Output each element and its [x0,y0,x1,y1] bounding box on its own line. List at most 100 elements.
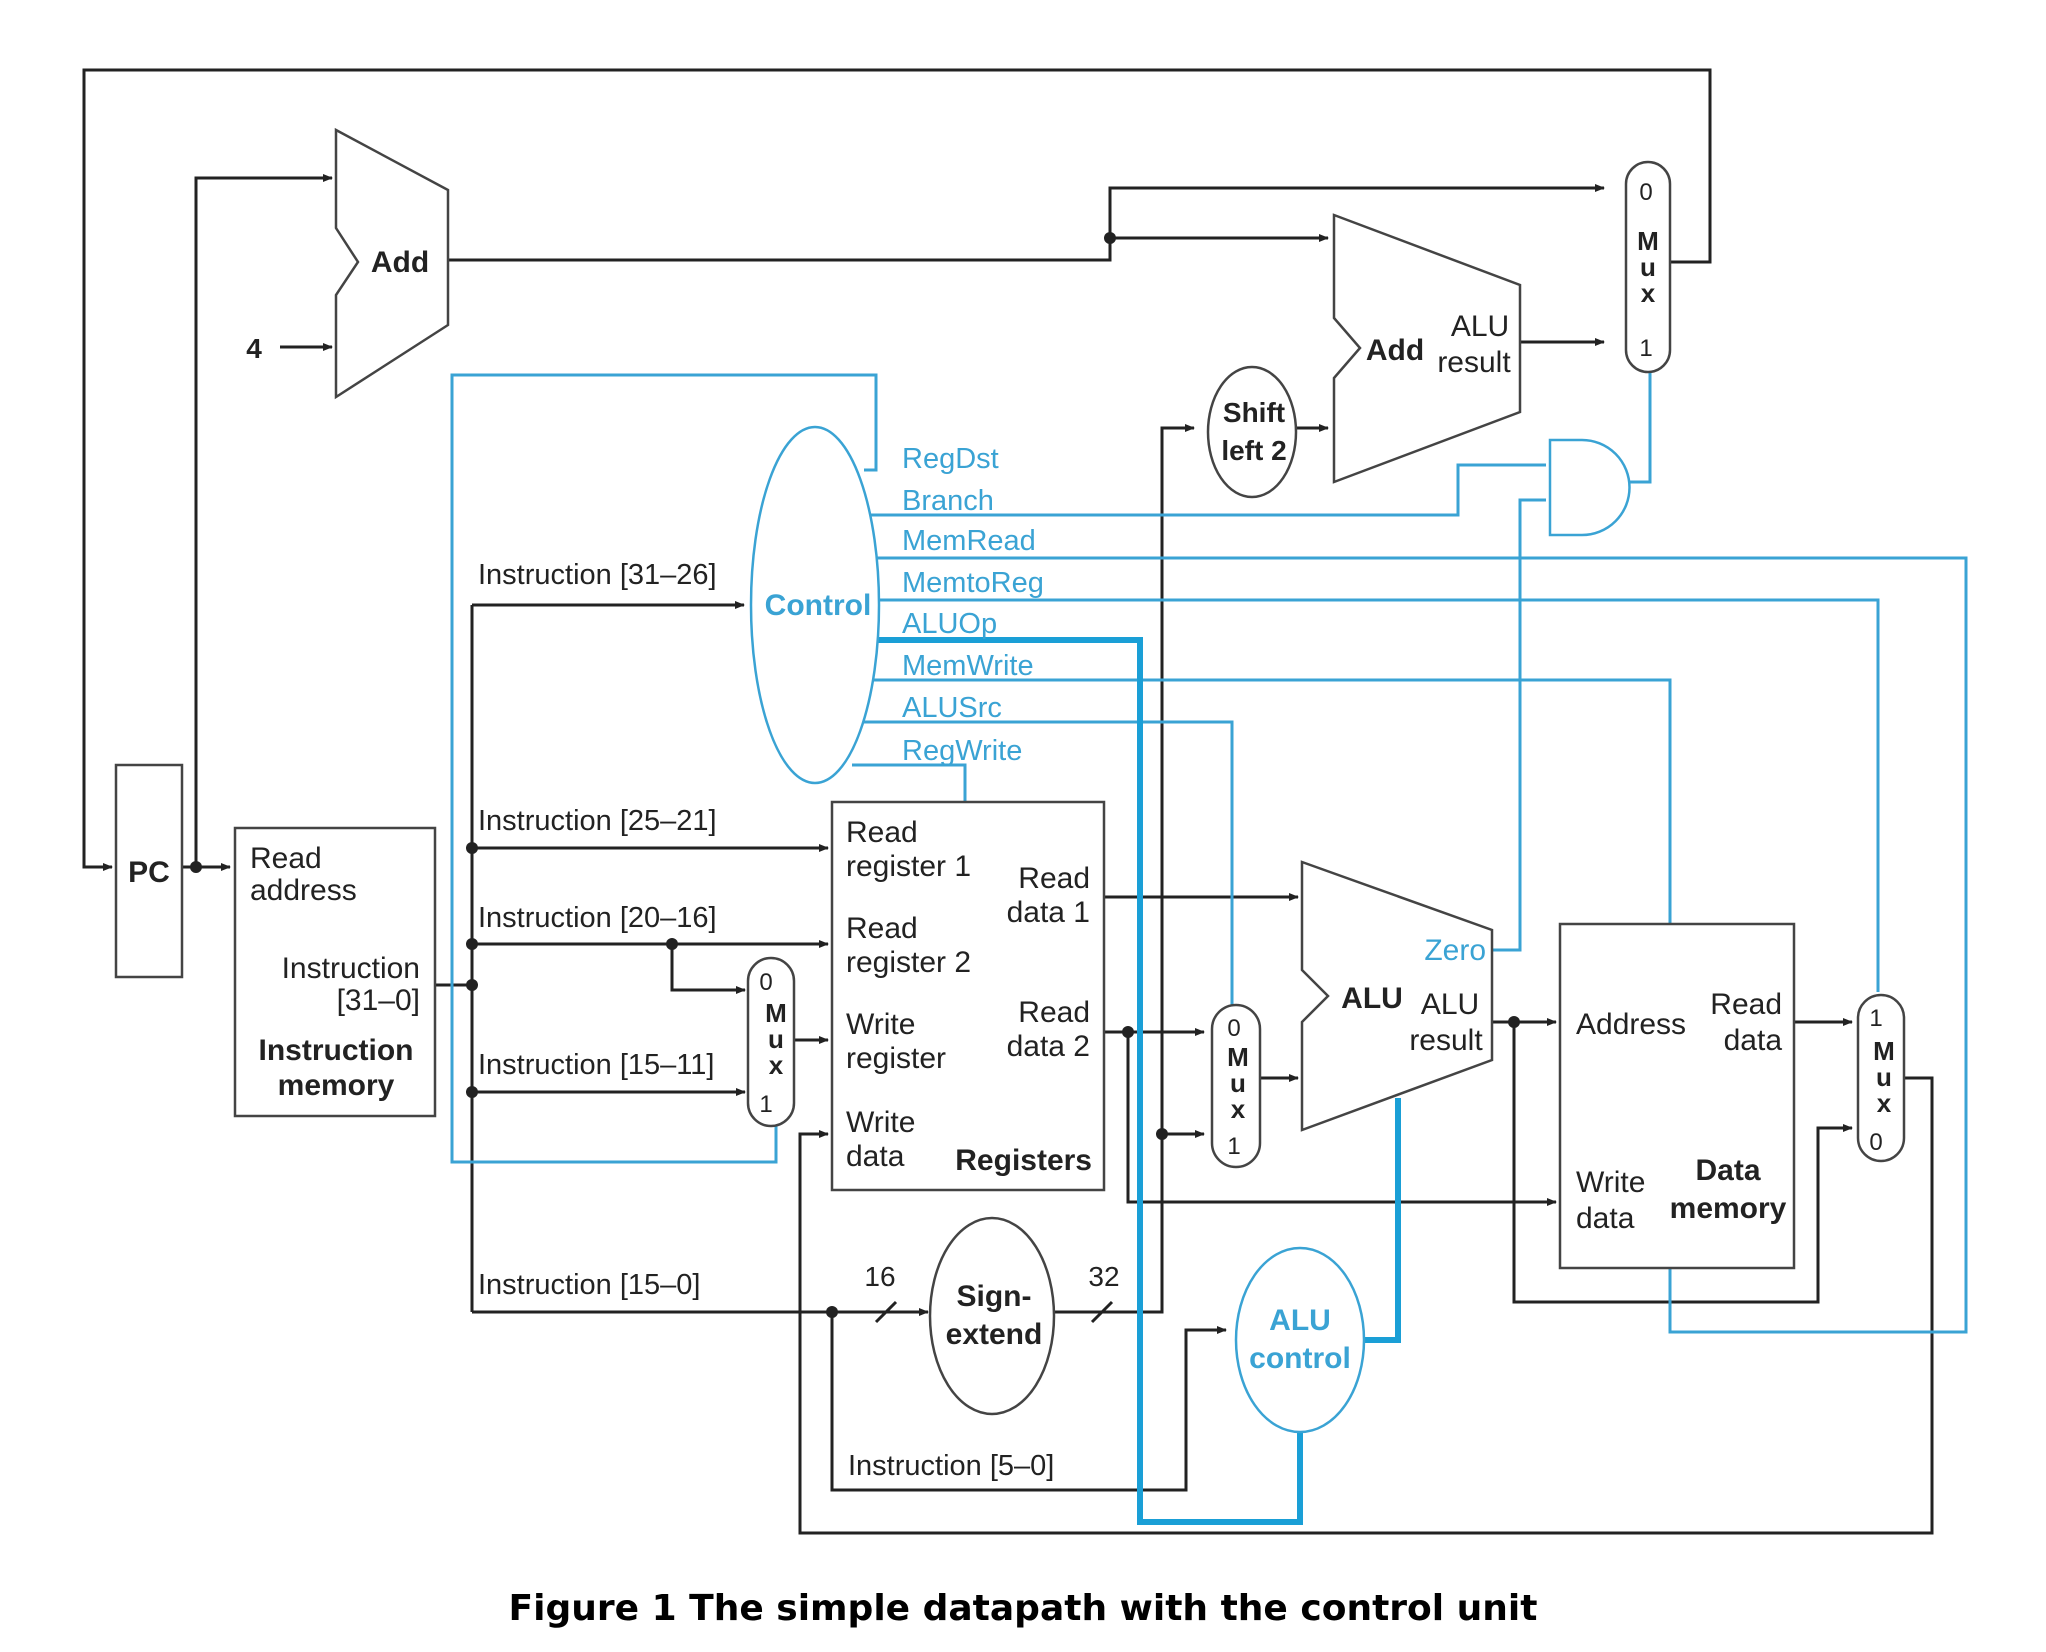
signal-memtoreg: MemtoReg [902,567,1044,599]
imem-read-1: Read [250,842,322,875]
width-out: 32 [1088,1261,1119,1292]
shift-label-2: left 2 [1221,435,1286,466]
dmem-address: Address [1576,1008,1686,1041]
pc-label: PC [128,856,170,889]
signal-aluop: ALUOp [902,608,997,640]
alu-out-1: ALU [1421,988,1479,1021]
reg-rd2-2: data 2 [1007,1030,1090,1063]
imem-instr-2: [31–0] [337,984,420,1017]
regdst-mux-zero: 0 [759,969,772,996]
alu-control [1234,1246,1366,1434]
aluop-bus [866,637,1401,1525]
alusrc-mux-one: 1 [1227,1133,1240,1160]
pc-mux-one: 1 [1639,335,1652,362]
shift-left-2 [1206,365,1298,499]
sign-extend [928,1216,1056,1416]
alusrc-mux-m: M [1227,1042,1249,1072]
branch-adder-out-1: ALU [1451,310,1509,343]
pc-mux-zero: 0 [1639,179,1652,206]
signal-branch: Branch [902,485,994,517]
instruction-memory [233,826,437,1118]
pc-register [114,763,184,979]
width-in: 16 [864,1261,895,1292]
imem-name-1: Instruction [259,1034,414,1067]
register-file [830,800,1106,1192]
instruction-field-labels: Instruction [31–26] Instruction [25–21] … [478,559,1054,1482]
reg-wr-1: Write [846,1008,915,1041]
memtoreg-mux-zero: 0 [1869,1129,1882,1156]
imem-name-2: memory [278,1069,395,1102]
field-15-11: Instruction [15–11] [478,1049,714,1081]
junction-dots [190,232,1520,1318]
signal-regwrite: RegWrite [902,735,1022,767]
reg-rr1-1: Read [846,816,918,849]
field-20-16: Instruction [20–16] [478,902,717,934]
alu-label: ALU [1341,982,1403,1015]
reg-rr2-1: Read [846,912,918,945]
dmem-rd-1: Read [1710,988,1782,1021]
control-signal-labels: RegDst Branch MemRead MemtoReg ALUOp Mem… [902,443,1044,767]
alu [1300,860,1494,1132]
alusrc-mux [1210,1003,1262,1169]
alusrc-mux-u: u [1230,1068,1246,1098]
pc-source-mux [1624,160,1672,374]
regdst-mux-u: u [768,1024,784,1054]
memtoreg-mux [1856,993,1906,1163]
branch-adder [1332,213,1522,484]
reg-rr1-2: register 1 [846,850,971,883]
regdst-mux-m: M [765,998,787,1028]
data-memory [1558,922,1796,1270]
branch-and-gate [1548,438,1631,537]
dmem-wd-1: Write [1576,1166,1645,1199]
reg-rd1-1: Read [1018,862,1090,895]
memtoreg-mux-m: M [1873,1036,1895,1066]
control-unit [749,425,881,785]
reg-wr-2: register [846,1042,946,1075]
figure-caption: Figure 1 The simple datapath with the co… [508,1588,1538,1629]
datapath-wires [82,68,1934,1535]
field-25-21: Instruction [25–21] [478,805,717,837]
reg-wd-2: data [846,1140,905,1173]
reg-rd1-2: data 1 [1007,896,1090,929]
reg-wd-1: Write [846,1106,915,1139]
field-15-0: Instruction [15–0] [478,1269,700,1301]
control-wires [450,372,1968,1334]
imem-instr-1: Instruction [282,952,420,985]
pc-adder [334,127,450,400]
memtoreg-mux-x: x [1877,1088,1892,1118]
dmem-name-1: Data [1695,1154,1760,1187]
branch-adder-out-2: result [1437,346,1511,379]
reg-rd2-1: Read [1018,996,1090,1029]
pc-adder-label: Add [371,246,429,279]
alu-out-2: result [1409,1024,1483,1057]
signal-alusrc: ALUSrc [902,692,1002,724]
regdst-mux-x: x [769,1050,784,1080]
memtoreg-mux-one: 1 [1869,1005,1882,1032]
pc-mux-u: u [1640,252,1656,282]
dmem-rd-2: data [1724,1024,1783,1057]
dmem-name-2: memory [1670,1192,1787,1225]
field-5-0: Instruction [5–0] [848,1450,1054,1482]
alusrc-mux-zero: 0 [1227,1015,1240,1042]
reg-rr2-2: register 2 [846,946,971,979]
alu-control-label-2: control [1249,1342,1351,1375]
constant-four: 4 [246,333,262,364]
pc-mux-x: x [1641,278,1656,308]
reg-name: Registers [955,1144,1092,1177]
pc-mux-m: M [1637,226,1659,256]
signal-memwrite: MemWrite [902,650,1034,682]
dmem-wd-2: data [1576,1202,1635,1235]
regdst-mux [746,956,796,1128]
field-31-26: Instruction [31–26] [478,559,717,591]
imem-read-2: address [250,874,357,907]
signal-regdst: RegDst [902,443,999,475]
sign-label-2: extend [946,1318,1043,1351]
regdst-mux-one: 1 [759,1091,772,1118]
alusrc-mux-x: x [1231,1094,1246,1124]
alu-zero-label: Zero [1424,934,1486,967]
shift-label-1: Shift [1223,397,1285,428]
branch-adder-label: Add [1366,334,1424,367]
signal-memread: MemRead [902,525,1036,557]
alu-control-label-1: ALU [1269,1304,1331,1337]
sign-label-1: Sign- [957,1280,1032,1313]
